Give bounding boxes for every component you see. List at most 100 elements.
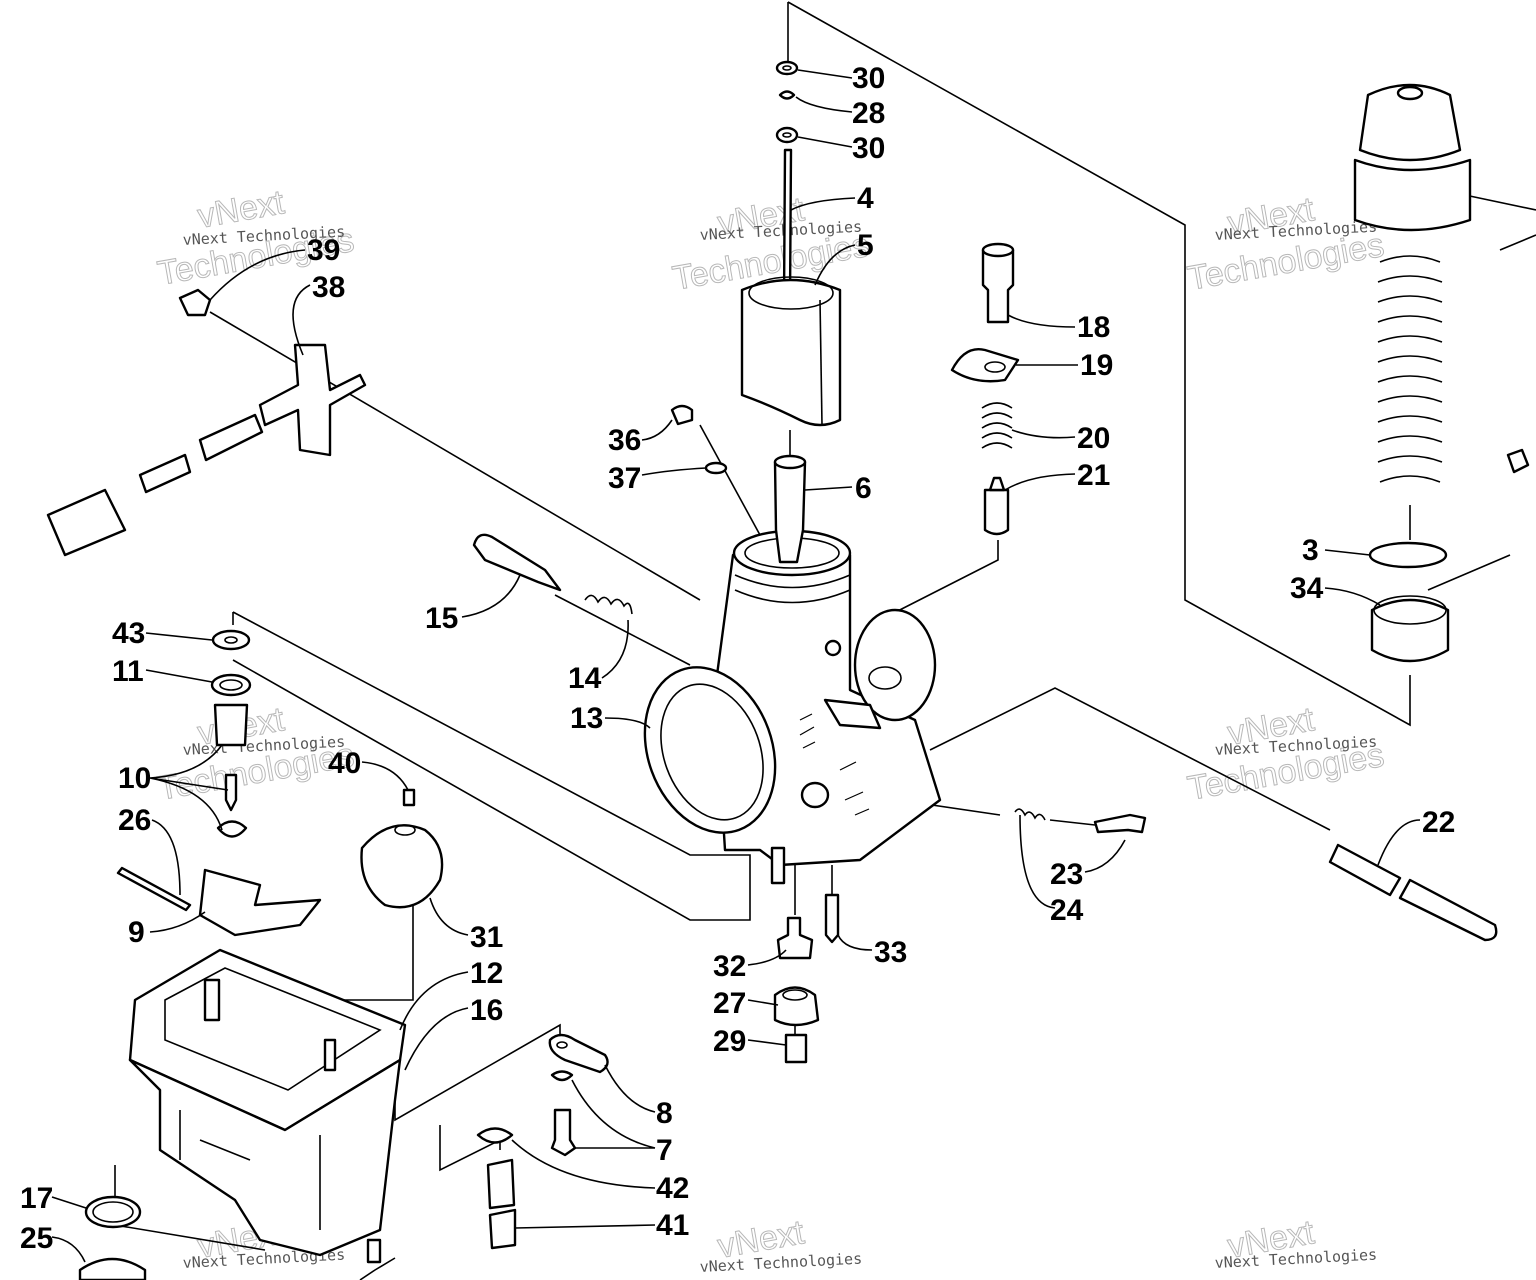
callout-16: 16 bbox=[470, 994, 503, 1027]
leader-30a bbox=[797, 69, 853, 79]
leader-3 bbox=[1324, 549, 1371, 556]
axis-line-cap-right bbox=[1464, 194, 1536, 211]
leader-14 bbox=[601, 619, 629, 679]
leader-27 bbox=[747, 999, 779, 1006]
carb-bottom-nozzle bbox=[770, 846, 786, 885]
leader-16 bbox=[404, 1007, 469, 1071]
axis-line-tube bbox=[929, 687, 1331, 831]
leader-21 bbox=[1004, 473, 1076, 491]
watermark-mid-left: vNext Technologies vNext Technologies bbox=[154, 700, 357, 809]
axis-line-float bbox=[330, 900, 414, 1001]
float-bowl bbox=[128, 948, 407, 1264]
callout-21: 21 bbox=[1077, 459, 1110, 492]
carb-vent bbox=[824, 639, 842, 657]
callout-14: 14 bbox=[568, 662, 602, 695]
bowl-drain-nipple bbox=[366, 1238, 382, 1264]
leader-13 bbox=[604, 717, 651, 729]
part-42-hose-stub bbox=[486, 1158, 516, 1210]
part-28-clip bbox=[778, 90, 796, 100]
axis-line-sensor bbox=[209, 311, 701, 601]
callout-10: 10 bbox=[118, 762, 151, 795]
callout-labels: 30 28 30 4 5 39 38 18 19 20 21 36 37 6 3… bbox=[20, 62, 1455, 1255]
part-8-hole bbox=[556, 1041, 568, 1049]
axis-line-spring-right bbox=[1499, 234, 1536, 251]
leader-9 bbox=[149, 911, 206, 933]
part-3-plate bbox=[1368, 541, 1448, 569]
part-20-spring bbox=[981, 402, 1013, 449]
callout-13: 13 bbox=[570, 702, 603, 735]
leader-20 bbox=[1011, 429, 1076, 439]
leader-33 bbox=[837, 934, 873, 951]
callout-32: 32 bbox=[713, 950, 746, 983]
right-edge-screw bbox=[1506, 448, 1530, 474]
part-22-tube-b bbox=[1398, 878, 1498, 942]
leader-lines bbox=[51, 69, 1421, 1263]
part-21-tip bbox=[988, 476, 1006, 492]
leader-40 bbox=[361, 761, 409, 791]
part-38-sensor-body bbox=[258, 343, 367, 457]
drain-parts bbox=[78, 1195, 147, 1280]
part-6-holder-cap bbox=[773, 454, 807, 470]
carb-side-flange bbox=[853, 608, 937, 722]
axis-line-screw bbox=[554, 594, 691, 666]
callout-25: 25 bbox=[20, 1222, 53, 1255]
part-31-float-top bbox=[394, 824, 416, 836]
callout-40: 40 bbox=[328, 747, 361, 780]
mixing-chamber-cap-ring bbox=[1353, 158, 1472, 232]
part-34-top bbox=[1373, 595, 1447, 625]
watermark-bottom-right: vNext vNext Technologies bbox=[1214, 1213, 1377, 1272]
axis-line-valve bbox=[879, 540, 999, 621]
part-36-screw bbox=[670, 404, 694, 426]
carb-idle-screw-boss bbox=[823, 698, 882, 730]
leader-12 bbox=[399, 971, 469, 1031]
carb-hatching bbox=[799, 713, 870, 816]
part-34-slide-holder bbox=[1370, 598, 1450, 663]
part-26-float-pin bbox=[116, 866, 192, 912]
callout-20: 20 bbox=[1077, 422, 1110, 455]
float-parts bbox=[116, 788, 444, 937]
bowl-post-2 bbox=[323, 1038, 337, 1072]
part-7-washer bbox=[550, 1070, 574, 1082]
part-10-valve-seat bbox=[213, 703, 249, 747]
part-37-washer bbox=[704, 461, 728, 475]
callout-5: 5 bbox=[857, 229, 874, 262]
part-40-pin bbox=[402, 788, 416, 807]
leader-7 bbox=[571, 1079, 656, 1149]
axis-line-plate bbox=[394, 1023, 561, 1122]
leader-6 bbox=[804, 486, 853, 491]
leader-28 bbox=[795, 96, 853, 113]
callout-12: 12 bbox=[470, 957, 503, 990]
callout-43: 43 bbox=[112, 617, 145, 650]
leader-17 bbox=[51, 1196, 87, 1209]
part-39-bolt bbox=[178, 288, 212, 317]
leader-11 bbox=[145, 669, 213, 683]
part-18-valve-seat bbox=[981, 248, 1015, 324]
leader-43 bbox=[145, 632, 213, 641]
callout-18: 18 bbox=[1077, 311, 1110, 344]
carb-flange-hole bbox=[868, 666, 902, 690]
callout-6: 6 bbox=[855, 472, 872, 505]
bowl-post bbox=[203, 978, 221, 1022]
callout-3: 3 bbox=[1302, 534, 1319, 567]
part-43-washer bbox=[211, 629, 251, 651]
carb-intake-inner bbox=[660, 683, 764, 821]
part-18-top bbox=[981, 242, 1015, 258]
leader-23 bbox=[1084, 839, 1126, 873]
carb-pilot-port bbox=[800, 781, 830, 809]
part-5-slide-slot bbox=[819, 299, 823, 426]
leader-38 bbox=[292, 284, 311, 356]
part-5-throttle-slide bbox=[740, 278, 842, 427]
part-21-needle-valve bbox=[983, 488, 1010, 536]
callout-37: 37 bbox=[608, 462, 641, 495]
part-27-jet-holder bbox=[773, 986, 820, 1027]
leader-36 bbox=[641, 419, 673, 441]
part-30-washer-lower bbox=[775, 126, 799, 144]
leader-29 bbox=[747, 1039, 787, 1046]
callout-24: 24 bbox=[1050, 894, 1084, 927]
part-30-washer-upper bbox=[775, 60, 799, 76]
leader-22 bbox=[1377, 819, 1421, 866]
part-16-bowl-details bbox=[179, 1110, 321, 1230]
callout-30-upper: 30 bbox=[852, 62, 885, 95]
callout-39: 39 bbox=[307, 234, 340, 267]
